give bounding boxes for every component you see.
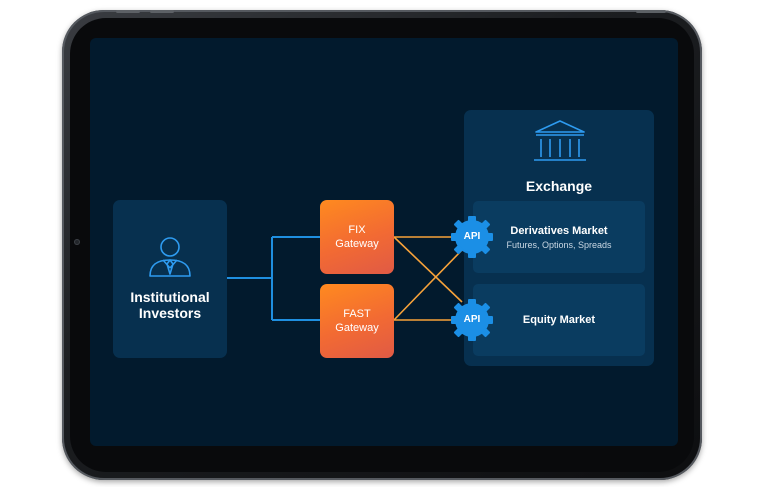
derivatives-market-subtitle: Futures, Options, Spreads [506,240,612,250]
person-with-tie-icon [149,237,191,277]
api-gear-equity-icon [451,299,493,341]
volume-button [150,10,174,13]
investors-panel [113,200,227,358]
bank-building-icon [534,120,586,161]
investors-label: Institutional Investors [130,289,210,321]
equity-market-title: Equity Market [522,314,596,326]
power-button [636,10,666,13]
equity-market-panel [473,284,645,356]
investor-connectors [227,236,320,321]
fix-gateway: FIX Gateway [320,200,394,274]
api-gear-derivatives-icon [451,216,493,258]
gateway-connectors [393,236,463,321]
volume-button [116,10,140,13]
fix-to-equity-link [393,236,463,303]
derivatives-market-title: Derivatives Market [510,225,608,237]
derivatives-api-label: API [463,231,481,242]
derivatives-market-panel [473,201,645,273]
fast-to-derivatives-link [393,249,463,321]
fix-gateway-label: FIX Gateway [335,224,379,250]
fast-gateway-label: FAST Gateway [335,308,379,334]
exchange-label: Exchange [525,178,593,194]
connection-diagram [149,120,586,341]
equity-api-label: API [463,314,481,325]
tablet-screen: Institutional Investors FIX Gateway FAST… [90,38,678,446]
front-camera [74,239,80,245]
fast-gateway: FAST Gateway [320,284,394,358]
